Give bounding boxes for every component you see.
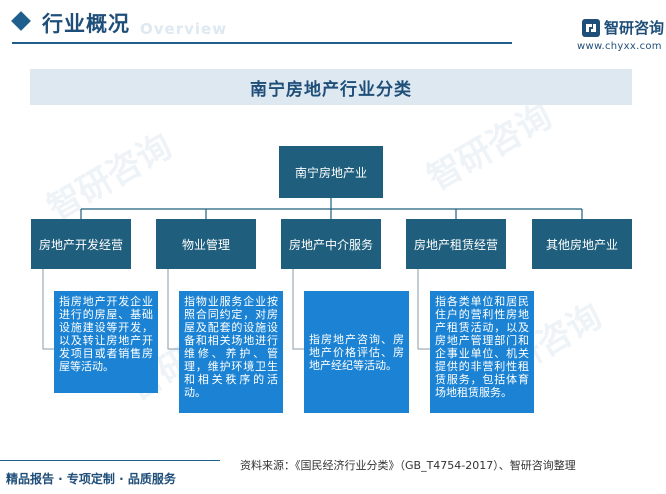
description-leasing: 指各类单位和居民住户的营利性房地产租赁活动，以及房地产管理部门和企事业单位、机关… <box>430 291 534 413</box>
category-node-property-management: 物业管理 <box>156 219 256 269</box>
footer-source: 资料来源：《国民经济行业分类》（GB_T4754-2017）、智研咨询整理 <box>240 459 576 472</box>
footer-divider <box>0 460 220 461</box>
brand-url: www.chyxx.com <box>577 41 662 52</box>
category-node-development: 房地产开发经营 <box>31 219 131 269</box>
description-agency-services: 指房地产咨询、房地产价格评估、房地产经纪等活动。 <box>304 291 409 413</box>
diagram-title-band: 南宁房地产行业分类 <box>30 69 632 105</box>
footer-tagline: 精品报告 · 专项定制 · 品质服务 <box>6 472 176 486</box>
header-subtitle: Overview <box>140 20 228 38</box>
diagram-title: 南宁房地产行业分类 <box>250 79 412 100</box>
description-development: 指房地产开发企业进行的房屋、基础设施建设等开发，以及转让房地产开发项目或者销售房… <box>54 291 158 393</box>
brand-name: 智研咨询 <box>604 19 665 37</box>
header-divider <box>12 42 512 44</box>
category-node-leasing: 房地产租赁经营 <box>406 219 506 269</box>
category-node-other: 其他房地产业 <box>532 219 632 269</box>
description-agency-services-text: 指房地产咨询、房地产价格评估、房地产经纪等活动。 <box>309 332 404 372</box>
category-node-agency-services: 房地产中介服务 <box>281 219 381 269</box>
page-title: 行业概况 <box>42 12 130 36</box>
brand-logo-icon <box>582 19 600 37</box>
root-node: 南宁房地产业 <box>279 146 383 198</box>
description-property-management: 指物业服务企业按照合同约定，对房屋及配套的设施设备和相关场地进行维修、养护、管理… <box>179 291 283 413</box>
